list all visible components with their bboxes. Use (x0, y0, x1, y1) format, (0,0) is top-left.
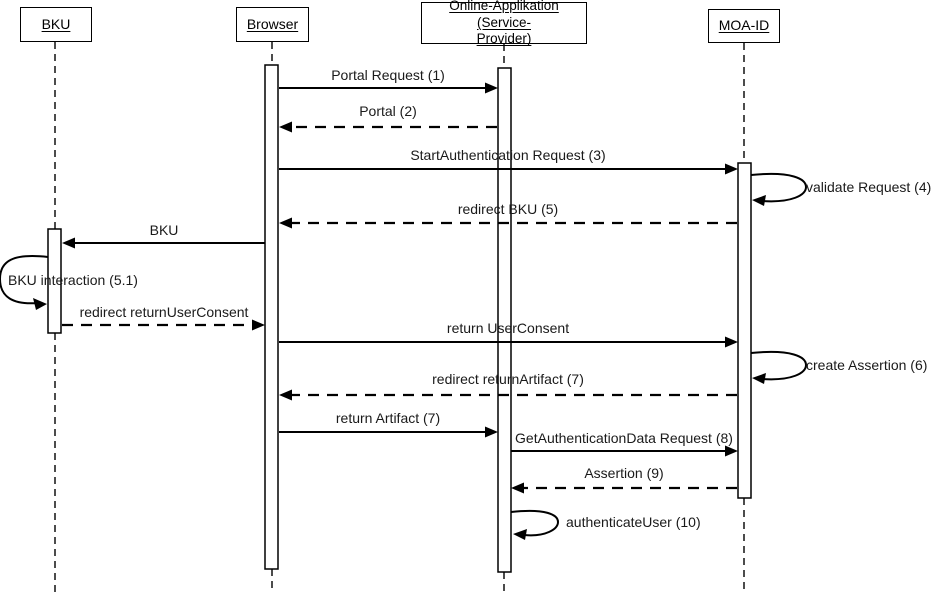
activation-bar-bku (47, 228, 62, 334)
arrow-redirect-return-artifact (279, 389, 737, 401)
actor-box-online-applikation: Online-Applikation (Service- Provider) (421, 0, 587, 46)
self-loop-bku-interaction (0, 255, 49, 310)
message-label-validate-request: validate Request (4) (806, 179, 932, 195)
message-label-return-user-consent: return UserConsent (446, 320, 570, 336)
message-label-redirect-return-artifact: redirect returnArtifact (7) (432, 371, 584, 387)
arrow-redirect-return-user-consent (62, 319, 265, 331)
arrow-assertion-return (511, 482, 737, 494)
arrow-start-authentication-request (279, 163, 738, 175)
activation-bars (47, 64, 752, 573)
actor-label-online-applikation-line2: Provider) (476, 31, 532, 47)
actor-box-moa-id: MOA-ID (708, 9, 780, 43)
message-label-portal-request: Portal Request (1) (331, 67, 445, 83)
message-label-get-authentication-data-request: GetAuthenticationData Request (8) (515, 430, 733, 446)
message-label-start-authentication-request: StartAuthentication Request (3) (410, 147, 606, 163)
lifelines (54, 42, 745, 592)
message-label-portal-return: Portal (2) (359, 103, 417, 119)
activation-bar-online-applikation (497, 67, 512, 573)
actor-label-online-applikation-line1: Online-Applikation (Service- (449, 0, 559, 30)
activation-bar-moa-id (737, 162, 752, 499)
self-loop-create-assertion (750, 350, 808, 384)
message-label-create-assertion: create Assertion (6) (806, 357, 928, 373)
actor-box-browser: Browser (236, 7, 309, 42)
message-label-redirect-return-user-consent: redirect returnUserConsent (79, 304, 249, 320)
actor-label-bku: BKU (41, 15, 71, 32)
arrow-return-user-consent (279, 336, 738, 348)
arrow-return-artifact (279, 426, 498, 438)
arrow-redirect-bku (279, 217, 737, 229)
arrow-portal-request (279, 82, 498, 94)
actor-box-bku: BKU (20, 7, 92, 42)
self-loop-validate-request (750, 172, 808, 206)
message-label-bku-call: BKU (149, 222, 179, 238)
self-loop-authenticate-user (510, 509, 560, 540)
message-label-bku-interaction: BKU interaction (5.1) (8, 272, 138, 288)
actor-label-browser: Browser (246, 15, 299, 32)
message-label-return-artifact: return Artifact (7) (335, 410, 441, 426)
message-label-authenticate-user: authenticateUser (10) (566, 514, 701, 530)
message-label-redirect-bku: redirect BKU (5) (457, 201, 559, 217)
arrow-get-authentication-data-request (511, 445, 738, 457)
message-label-assertion-return: Assertion (9) (584, 465, 664, 481)
arrow-bku-call (62, 237, 265, 249)
arrow-portal-return (279, 121, 497, 133)
actor-label-moa-id: MOA-ID (718, 17, 770, 34)
activation-bar-browser (264, 64, 279, 570)
